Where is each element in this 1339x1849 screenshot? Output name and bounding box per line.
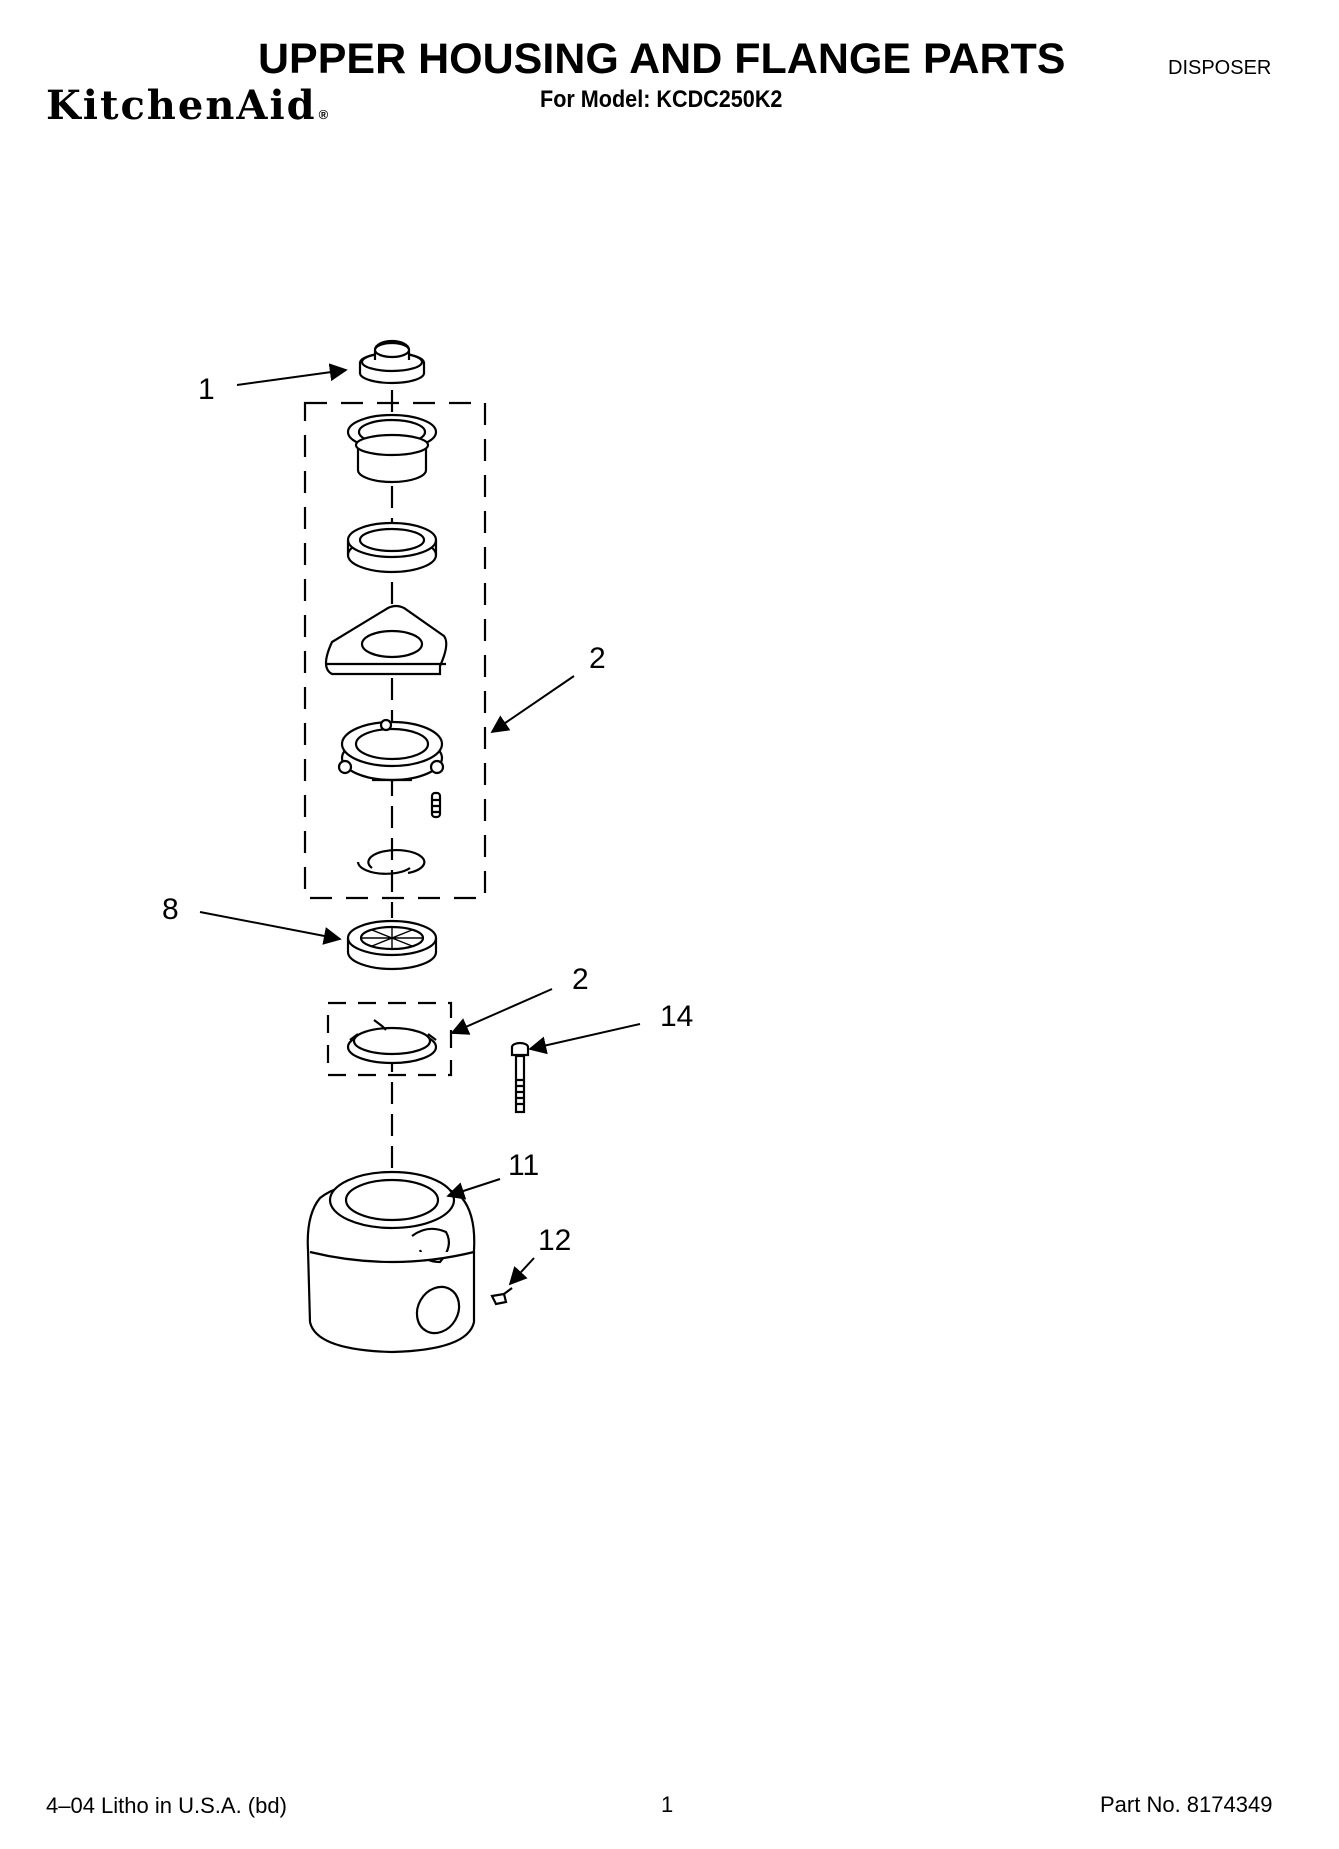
callout-12: 12 — [538, 1224, 571, 1257]
lower-mounting-ring-part — [346, 1019, 438, 1065]
bolt-part — [510, 1041, 530, 1114]
backup-ring-part — [324, 604, 448, 676]
callout-2-upper: 2 — [589, 642, 606, 675]
leader-lines — [199, 363, 641, 1286]
sink-flange-part — [346, 413, 438, 484]
mounting-ring-group-box — [326, 1001, 453, 1077]
flange-assembly-group-box — [303, 401, 487, 900]
upper-housing-part — [306, 1170, 476, 1354]
stopper-part — [358, 339, 426, 385]
kitchenaid-logo: KitchenAid® — [46, 86, 328, 126]
product-category: DISPOSER — [1168, 57, 1272, 79]
mounting-ring-part — [337, 718, 445, 782]
litho-note: 4–04 Litho in U.S.A. (bd) — [46, 1793, 287, 1818]
callout-11: 11 — [508, 1149, 539, 1182]
set-screw-part — [430, 791, 442, 819]
model-number: For Model: KCDC250K2 — [540, 86, 783, 113]
callout-8: 8 — [162, 893, 179, 926]
brand-name: KitchenAid — [46, 82, 317, 129]
gasket-part — [346, 521, 438, 574]
page-title: UPPER HOUSING AND FLANGE PARTS — [258, 35, 1066, 83]
registered-mark: ® — [318, 107, 329, 122]
callout-14: 14 — [660, 1000, 693, 1033]
page-number: 1 — [661, 1792, 674, 1817]
cord-clip-part — [490, 1287, 513, 1306]
part-number: Part No. 8174349 — [1100, 1792, 1273, 1817]
splash-guard-part — [346, 919, 438, 971]
callout-1: 1 — [198, 373, 215, 406]
snap-ring-part — [356, 849, 426, 875]
callout-2-lower: 2 — [572, 963, 589, 996]
